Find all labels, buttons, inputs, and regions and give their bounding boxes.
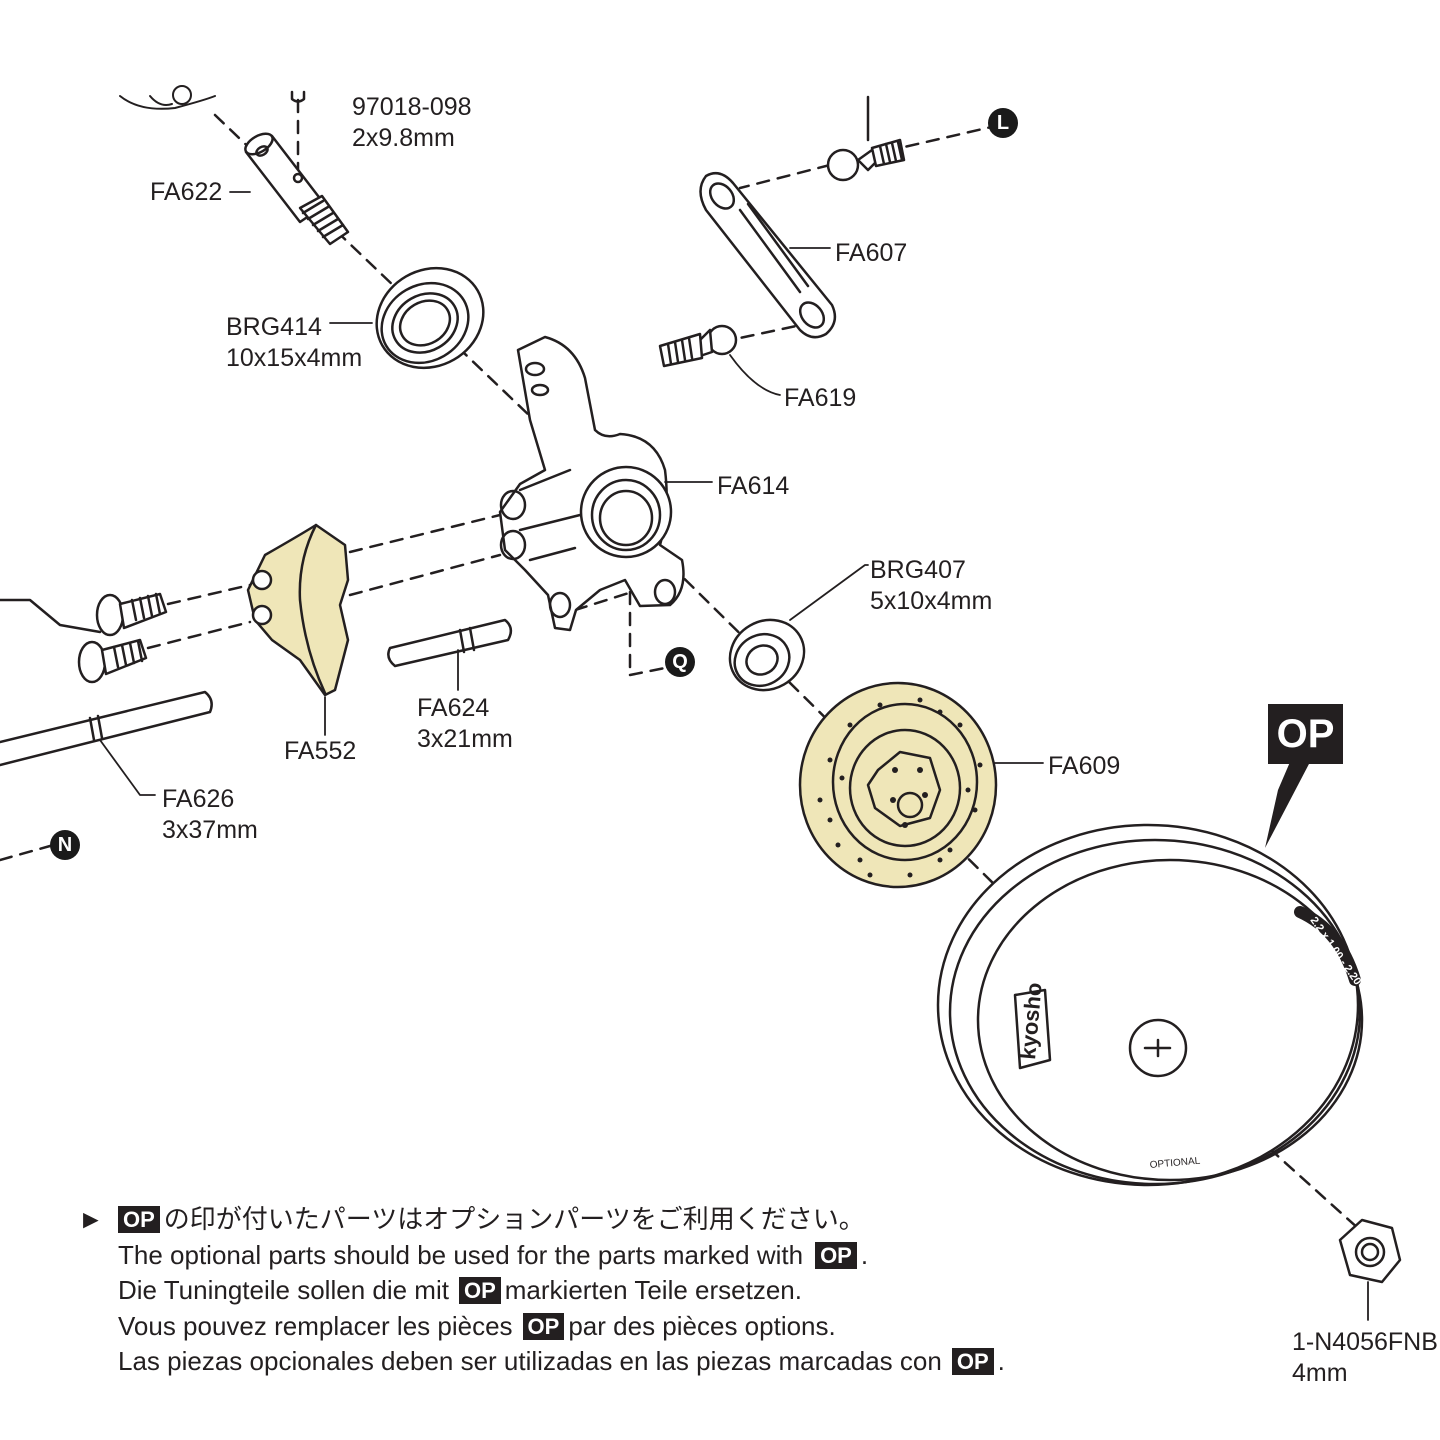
label-fa607: FA607 <box>835 239 908 267</box>
note-en-text: The optional parts should be used for th… <box>118 1239 804 1270</box>
label-fa624-part: FA624 <box>417 694 490 722</box>
note-de-end: markierten Teile ersetzen. <box>504 1275 802 1305</box>
label-brg407: BRG407 5x10x4mm <box>870 555 992 617</box>
note-arrow-icon: ► <box>78 1204 104 1234</box>
marker-q: Q <box>665 647 695 677</box>
tire-sidewall-text: OPTIONAL <box>1149 1156 1201 1171</box>
label-fa626: FA626 3x37mm <box>162 784 258 846</box>
tire-wheel <box>936 823 1364 1187</box>
label-brg407-size: 5x10x4mm <box>870 587 993 615</box>
label-97018-098-size: 2x9.8mm <box>352 124 455 152</box>
bearing-brg414 <box>375 266 485 370</box>
label-fa624: FA624 3x21mm <box>417 693 513 755</box>
op-inline-badge: OP <box>815 1241 857 1269</box>
note-spanish: Las piezas opcionales deben ser utilizad… <box>78 1344 1005 1380</box>
label-fa626-part: FA626 <box>162 785 235 813</box>
marker-n: N <box>50 830 80 860</box>
op-inline-badge: OP <box>118 1206 160 1233</box>
note-es-text: Las piezas opcionales deben ser utilizad… <box>118 1346 942 1376</box>
label-brg414-part: BRG414 <box>226 313 322 341</box>
label-fa614: FA614 <box>717 472 790 500</box>
note-ja-text: の印が付いたパーツはオプションパーツをご利用ください。 <box>163 1204 865 1234</box>
weight-fa552 <box>246 523 350 697</box>
label-brg414: BRG414 10x15x4mm <box>226 312 362 374</box>
note-en-end: . <box>860 1239 869 1270</box>
op-badge: OP <box>1268 704 1343 764</box>
countersunk-screw-lower <box>77 638 148 684</box>
op-pointer-arrow <box>1265 762 1310 848</box>
partial-part-top-left <box>119 85 216 110</box>
label-fa552: FA552 <box>284 737 357 765</box>
label-1-n4056fnb-part: 1-N4056FNB <box>1292 1328 1438 1356</box>
label-fa622: FA622 <box>150 178 223 206</box>
note-english: The optional parts should be used for th… <box>78 1238 1005 1274</box>
op-inline-badge: OP <box>951 1348 994 1375</box>
note-fr-end: par des pièces options. <box>568 1310 836 1341</box>
ball-stud-l <box>826 95 906 182</box>
label-fa626-size: 3x37mm <box>162 816 258 844</box>
ball-stud-fa619 <box>658 324 738 368</box>
label-1-n4056fnb-size: 4mm <box>1292 1359 1348 1387</box>
screw-97018-098 <box>290 90 306 103</box>
leader-bracket-left <box>0 598 102 634</box>
op-inline-badge: OP <box>458 1277 501 1304</box>
knuckle-fa614 <box>498 335 685 632</box>
label-brg407-part: BRG407 <box>870 556 966 584</box>
link-fa607 <box>699 171 837 339</box>
label-fa609: FA609 <box>1048 752 1121 780</box>
note-de-text: Die Tuningteile sollen die mit <box>118 1275 449 1305</box>
bearing-brg407 <box>728 618 806 692</box>
label-fa619: FA619 <box>784 384 857 412</box>
brake-disc-fa609 <box>798 681 998 889</box>
note-es-end: . <box>997 1346 1005 1376</box>
op-inline-badge: OP <box>522 1312 565 1340</box>
label-brg414-size: 10x15x4mm <box>226 344 363 372</box>
label-97018-098: 97018-098 2x9.8mm <box>352 92 472 154</box>
pin-fa622 <box>244 132 350 246</box>
pin-fa624 <box>387 618 513 668</box>
marker-l: L <box>988 108 1018 138</box>
label-1-n4056fnb: 1-N4056FNB 4mm <box>1292 1327 1438 1389</box>
countersunk-screw-upper <box>95 592 168 637</box>
label-leader-lines <box>99 191 1369 1321</box>
note-fr-text: Vous pouvez remplacer les pièces <box>118 1310 513 1341</box>
nut-1-n4056fnb <box>1338 1218 1402 1284</box>
label-fa624-size: 3x21mm <box>417 725 513 753</box>
shaft-fa626 <box>0 690 213 767</box>
label-97018-098-part: 97018-098 <box>352 93 472 121</box>
